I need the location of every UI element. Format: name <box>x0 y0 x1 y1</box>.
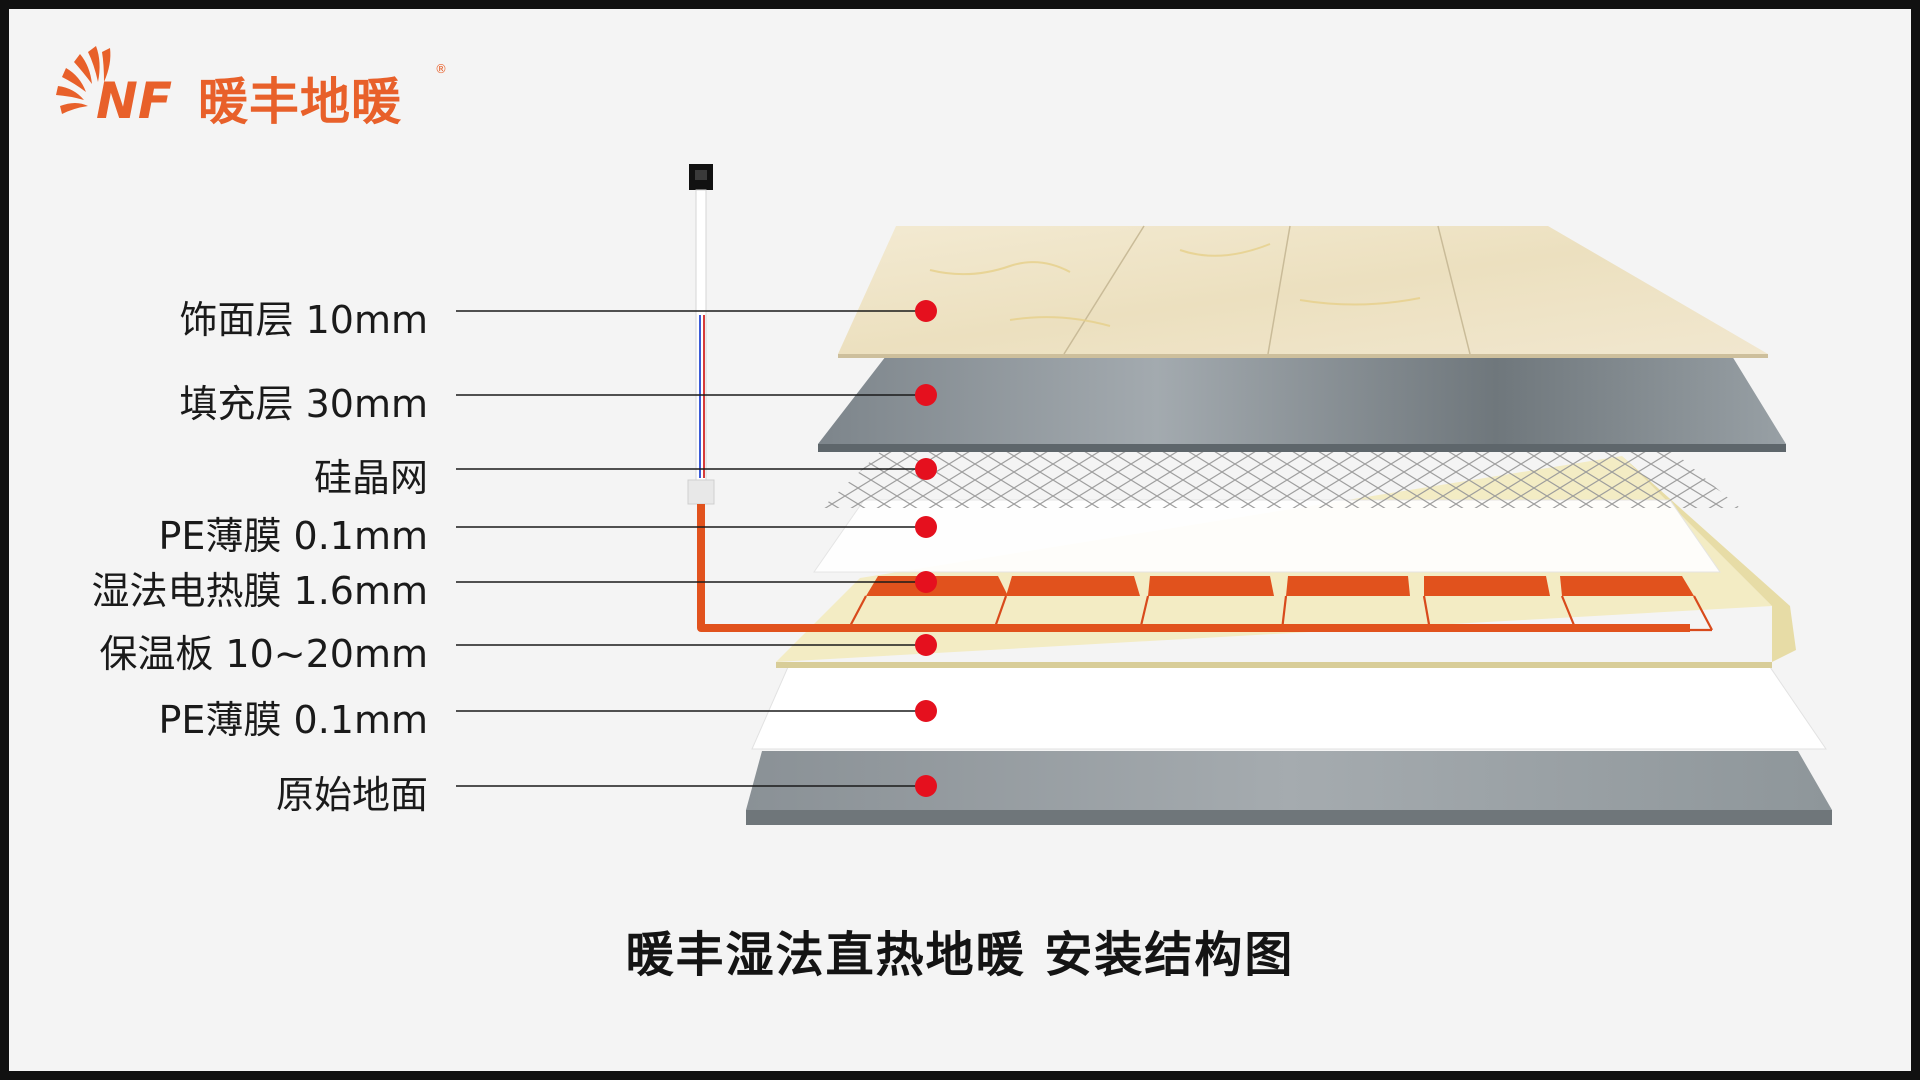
layer-marker-dot <box>915 458 937 480</box>
layer-label-pe-film-top: PE薄膜 0.1mm <box>158 514 428 558</box>
layer-labels: 饰面层 10mm 填充层 30mm 硅晶网 PE薄膜 0.1mm 湿法电热膜 1… <box>30 0 428 1080</box>
heating-film-wires <box>847 595 1713 632</box>
layer-marker-dot <box>915 516 937 538</box>
heating-strip <box>1560 576 1694 596</box>
layer-marker-dot <box>915 634 937 656</box>
pe-film-top-layer <box>813 499 1721 573</box>
layer-marker-dot <box>915 384 937 406</box>
layer-label-finish: 饰面层 10mm <box>179 298 428 342</box>
pe-film-bottom-layer <box>751 666 1827 750</box>
layer-label-pe-film-bottom: PE薄膜 0.1mm <box>158 698 428 742</box>
leader-lines <box>456 300 937 797</box>
heating-film-layer <box>847 576 1713 632</box>
layer-label-heating-film: 湿法电热膜 1.6mm <box>91 569 428 613</box>
brand-letters: NF <box>96 72 172 130</box>
layer-marker-dot <box>915 700 937 722</box>
layer-marker-dot <box>915 571 937 593</box>
heating-strip <box>1286 576 1410 596</box>
sun-rays-icon: NF <box>56 46 172 130</box>
brand-logo: NF 暖丰地暖 ® <box>52 40 472 131</box>
layer-label-insulation: 保温板 10~20mm <box>99 632 428 676</box>
ground-layer <box>746 751 1832 825</box>
mesh-layer <box>822 452 1740 508</box>
heating-strip <box>1424 576 1550 596</box>
finish-layer <box>838 225 1768 358</box>
heating-strip <box>1006 576 1140 596</box>
layer-label-mesh: 硅晶网 <box>313 456 428 500</box>
thermostat-assembly <box>687 164 1690 632</box>
power-cable <box>697 504 1690 632</box>
diagram-caption: 暖丰湿法直热地暖 安装结构图 <box>625 927 1295 983</box>
brand-name: 暖丰地暖 <box>198 73 402 131</box>
layer-label-fill: 填充层 30mm <box>179 382 428 426</box>
heating-strip <box>866 576 1008 596</box>
layer-label-ground: 原始地面 <box>275 773 428 817</box>
layer-marker-dot <box>915 300 937 322</box>
registered-mark: ® <box>435 62 447 76</box>
heating-strip <box>1148 576 1274 596</box>
fill-layer <box>818 356 1786 452</box>
layer-marker-dot <box>915 775 937 797</box>
